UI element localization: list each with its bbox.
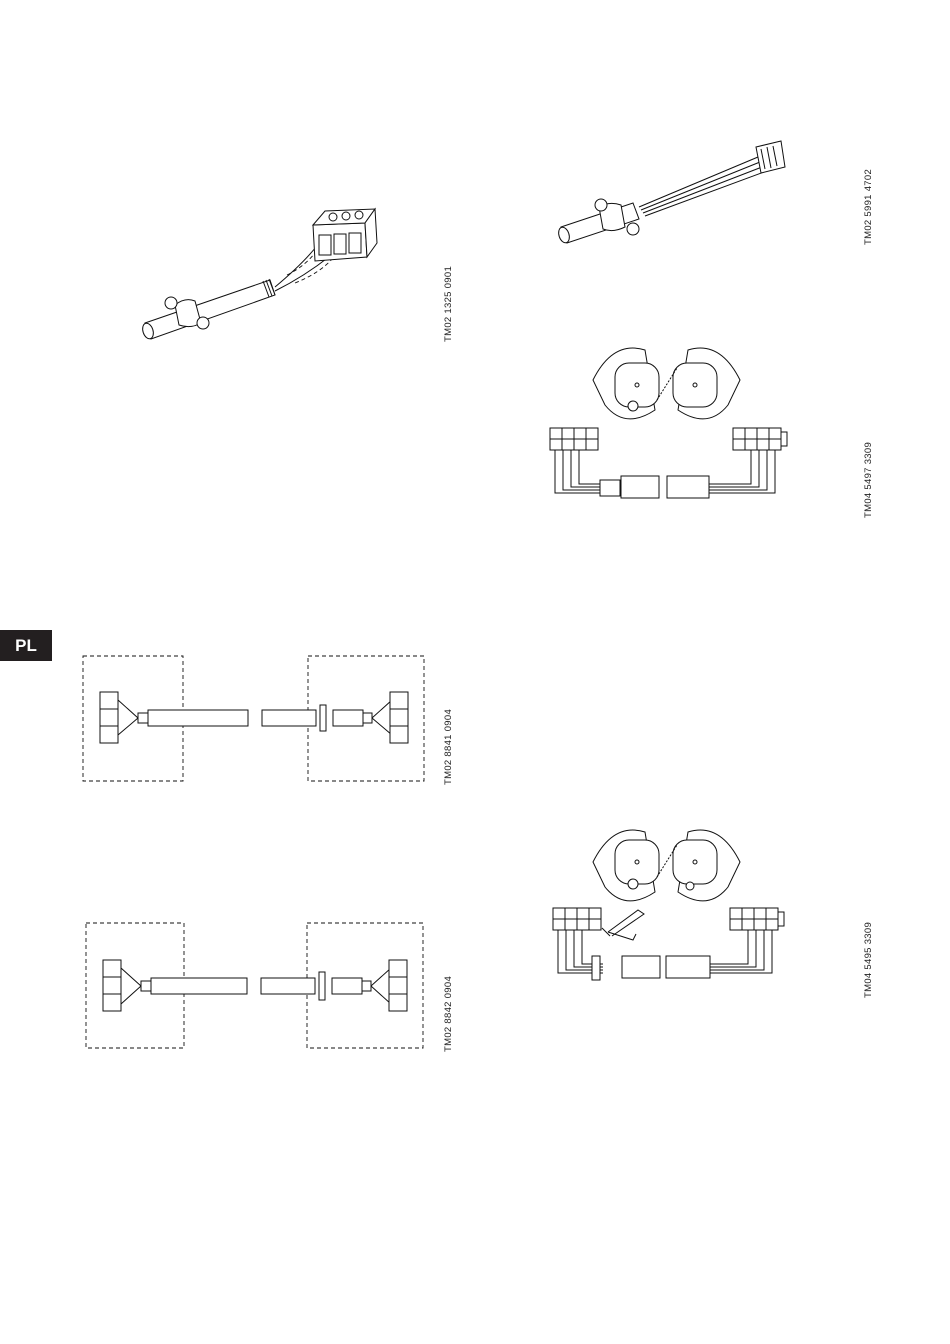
twin-pump-cut-wire-drawing: [548, 810, 808, 985]
figure-code-5: TM02 8842 0904: [443, 976, 454, 1052]
cable-connector-plug-drawing: [553, 135, 793, 250]
figure-twin-pump-cut-wire: [548, 810, 808, 985]
figure-code-6: TM04 5495 3309: [863, 922, 874, 998]
figure-code-2: TM02 5991 4702: [863, 169, 874, 245]
figure-code-4: TM02 8841 0904: [443, 709, 454, 785]
figure-twin-pump-connection: [545, 328, 805, 503]
shield-one-end-drawing: [82, 655, 427, 783]
figure-shield-both-ends: [85, 922, 425, 1050]
language-tab: PL: [0, 630, 52, 661]
cable-terminal-block-drawing: [135, 205, 385, 350]
shield-both-ends-drawing: [85, 922, 425, 1050]
figure-cable-terminal-block: [135, 205, 385, 350]
figure-code-1: TM02 1325 0901: [443, 266, 454, 342]
figure-shield-one-end: [82, 655, 427, 783]
figure-code-3: TM04 5497 3309: [863, 442, 874, 518]
twin-pump-connection-drawing: [545, 328, 805, 503]
figure-cable-connector-plug: [553, 135, 793, 250]
